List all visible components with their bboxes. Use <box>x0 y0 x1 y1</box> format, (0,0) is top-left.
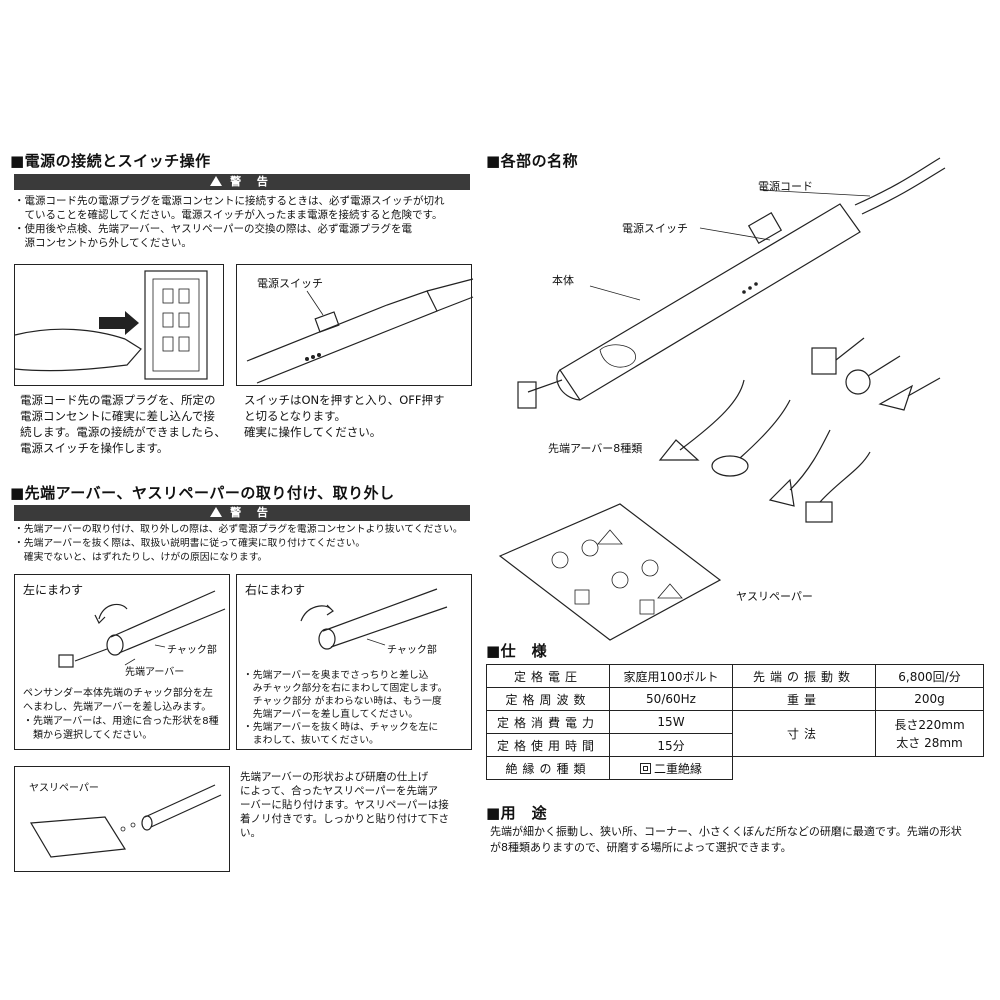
warning-line: ・先端アーバーを抜く際は、取扱い説明書に従って確実に取り付けてください。 <box>14 538 366 549</box>
caption-line: チャック部分 がまわらない時は、もう一度 <box>243 696 442 707</box>
warning-label: 警 告 <box>230 506 274 519</box>
left-turn-title: 左にまわす <box>23 583 84 597</box>
caption-line: へまわし、先端アーバーを差し込みます。 <box>23 702 212 713</box>
table-row: 定格周波数 50/60Hz 重量 200g <box>486 687 984 711</box>
spec-value: 15分 <box>609 733 733 757</box>
section-heading-arbor: ■先端アーバー、ヤスリペーパーの取り付け、取り外し <box>10 484 395 502</box>
plug-caption: 電源コード先の電源プラグを、所定の 電源コンセントに確実に差し込んで接 続します… <box>20 392 230 456</box>
label-power-cord: 電源コード <box>758 180 813 193</box>
paper-label: ヤスリペーパー <box>29 783 99 794</box>
double-insulation-icon <box>639 762 651 774</box>
caption-line: によって、合ったヤスリペーパーを先端ア <box>240 785 439 797</box>
spec-value: 15W <box>609 710 733 734</box>
caption-line: 電源コード先の電源プラグを、所定の <box>20 393 216 407</box>
warning-line: ・使用後や点検、先端アーバー、ヤスリペーパーの交換の際は、必ず電源プラグを電 <box>14 223 413 235</box>
caption-line: 電源コンセントに確実に差し込んで接 <box>20 409 215 423</box>
warning-bar: 警 告 <box>14 174 470 190</box>
table-row: 定格消費電力 15W 寸法 長さ220mm 太さ 28mm <box>486 710 984 757</box>
warning-label: 警 告 <box>230 175 274 188</box>
caption-line: ・先端アーバーは、用途に合った形状を8種 <box>23 716 219 727</box>
table-row: 定格電圧 家庭用100ボルト 先端の振動数 6,800回/分 <box>486 664 984 688</box>
left-turn-caption: ペンサンダー本体先端のチャック部分を左 へまわし、先端アーバーを差し込みます。 … <box>23 687 229 743</box>
spec-length: 長さ220mm <box>894 717 965 732</box>
spec-diameter: 太さ 28mm <box>896 735 963 750</box>
section-heading-parts: ■各部の名称 <box>486 152 579 170</box>
usage-line: 先端が細かく振動し、狭い所、コーナー、小さくくぼんだ所などの研磨に最適です。先端… <box>490 825 962 838</box>
chuck-label: チャック部 <box>387 645 437 656</box>
caption-line: 着ノリ付きです。しっかりと貼り付けて下さ <box>240 813 449 825</box>
arbor-label: 先端アーバー <box>125 667 185 678</box>
warning-line: 源コンセントから外してください。 <box>14 237 192 249</box>
label-arbors: 先端アーバー8種類 <box>548 442 643 455</box>
section-heading-power: ■電源の接続とスイッチ操作 <box>10 152 211 170</box>
table-row: 定格使用時間 15分 <box>486 733 984 757</box>
label-body: 本体 <box>552 274 574 287</box>
switch-label: 電源スイッチ <box>257 277 323 290</box>
left-turn-illustration <box>58 590 226 668</box>
label-sandpaper: ヤスリペーパー <box>736 590 813 603</box>
paper-panel: ヤスリペーパー <box>14 766 230 872</box>
right-turn-panel: 右にまわす チャック部 ・先端アーバーを奥までさっちりと差し込 みチャック部分を… <box>236 574 472 750</box>
chuck-label: チャック部 <box>167 645 217 656</box>
caption-line: 確実に操作してください。 <box>244 425 382 439</box>
right-turn-illustration <box>300 588 448 650</box>
caption-line: ペンサンダー本体先端のチャック部分を左 <box>23 688 213 699</box>
warning-line: 確実でないと、はずれたりし、けがの原因になります。 <box>14 552 268 563</box>
spec-value: 家庭用100ボルト <box>609 664 733 688</box>
caption-line: 類から選択してください。 <box>23 730 153 741</box>
spec-key: 絶縁の種類 <box>486 756 610 780</box>
caption-line: 電源スイッチを操作します。 <box>20 441 169 455</box>
paper-illustration <box>29 784 222 858</box>
plug-illustration <box>14 270 208 380</box>
plug-illustration-panel <box>14 264 224 386</box>
spec-key: 定格使用時間 <box>486 733 610 757</box>
warning-icon <box>210 176 223 186</box>
spec-key: 寸法 <box>732 710 876 757</box>
warning-bar: 警 告 <box>14 505 470 521</box>
caption-line: ーバーに貼り付けます。ヤスリペーパーは接 <box>240 799 449 811</box>
switch-illustration-panel: 電源スイッチ <box>236 264 474 386</box>
caption-line: と切るとなります。 <box>244 409 347 423</box>
warning-icon <box>210 507 223 517</box>
warning-line: ・電源コード先の電源プラグを電源コンセントに接続するときは、必ず電源スイッチが切… <box>14 195 445 207</box>
table-row: 絶縁の種類 二重絶縁 <box>486 756 984 780</box>
spec-key: 定格電圧 <box>486 664 610 688</box>
section-heading-usage: ■用 途 <box>486 804 548 822</box>
spec-key: 定格周波数 <box>486 687 610 711</box>
spec-key: 先端の振動数 <box>732 664 876 688</box>
usage-line: が8種類ありますので、研磨する場所によって選択できます。 <box>490 841 792 854</box>
caption-line: い。 <box>240 827 261 839</box>
spec-value: 6,800回/分 <box>875 664 984 688</box>
spec-key: 重量 <box>732 687 876 711</box>
right-turn-title: 右にまわす <box>245 583 306 597</box>
spec-table: 定格電圧 家庭用100ボルト 先端の振動数 6,800回/分 定格周波数 50/… <box>486 664 984 780</box>
insulation-type: 二重絶縁 <box>653 761 702 776</box>
caption-line: 先端アーバーの形状および研磨の仕上げ <box>240 771 429 783</box>
caption-line: ・先端アーバーを奥までさっちりと差し込 <box>243 670 429 681</box>
caption-line: 先端アーバーを差し直してください。 <box>243 709 419 720</box>
spec-value: 200g <box>875 687 984 711</box>
left-turn-panel: 左にまわす チャック部 先端アーバー ペンサンダー本体先端のチャック部分を左 へ… <box>14 574 230 750</box>
warning-line: ・先端アーバーの取り付け、取り外しの際は、必ず電源プラグを電源コンセントより抜い… <box>14 524 463 535</box>
warning-text-power: ・電源コード先の電源プラグを電源コンセントに接続するときは、必ず電源スイッチが切… <box>14 194 484 250</box>
warning-text-arbor: ・先端アーバーの取り付け、取り外しの際は、必ず電源プラグを電源コンセントより抜い… <box>14 523 484 565</box>
caption-line: みチャック部分を右にまわして固定します。 <box>243 683 448 694</box>
section-heading-spec: ■仕 様 <box>486 642 548 660</box>
label-power-switch: 電源スイッチ <box>622 222 688 235</box>
switch-illustration <box>246 278 474 384</box>
spec-value: 50/60Hz <box>609 687 733 711</box>
switch-caption: スイッチはONを押すと入り、OFF押す と切るとなります。 確実に操作してくださ… <box>244 392 474 440</box>
spec-value: 長さ220mm 太さ 28mm <box>875 710 984 757</box>
caption-line: まわして、抜いてください。 <box>243 735 379 746</box>
spec-value: 二重絶縁 <box>609 756 733 780</box>
caption-line: ・先端アーバーを抜く時は、チャックを左に <box>243 722 439 733</box>
caption-line: 続します。電源の接続ができましたら、 <box>20 425 226 439</box>
warning-line: ていることを確認してください。電源スイッチが入ったまま電源を接続すると危険です。 <box>14 209 443 221</box>
caption-line: スイッチはONを押すと入り、OFF押す <box>244 393 445 407</box>
paper-caption: 先端アーバーの形状および研磨の仕上げ によって、合ったヤスリペーパーを先端ア ー… <box>240 770 474 840</box>
spec-key: 定格消費電力 <box>486 710 610 734</box>
right-turn-caption: ・先端アーバーを奥までさっちりと差し込 みチャック部分を右にまわして固定します。… <box>243 669 471 747</box>
usage-text: 先端が細かく振動し、狭い所、コーナー、小さくくぼんだ所などの研磨に最適です。先端… <box>490 824 990 856</box>
